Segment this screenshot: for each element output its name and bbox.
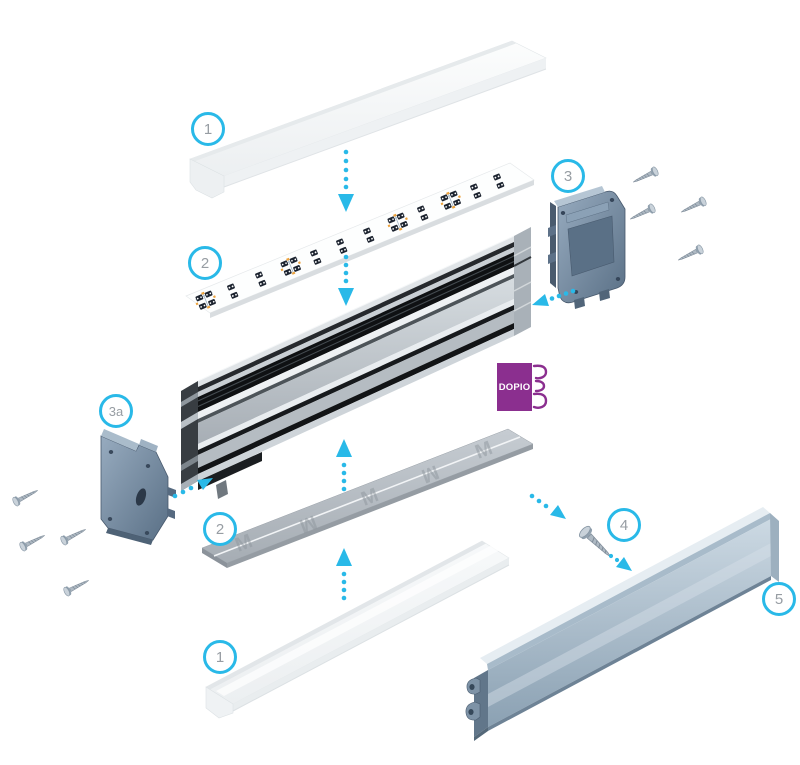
end-cap-right-screws: [627, 165, 708, 265]
arrow-right-end-cap-left: [172, 478, 213, 499]
callout-end-cap-left: 3a: [99, 394, 133, 428]
callout-label: 1: [215, 648, 225, 666]
callout-label: 2: [215, 520, 225, 538]
dopio-badge-label: DOPIO: [498, 381, 531, 393]
arrow-screw-to-bracket: [608, 553, 632, 571]
svg-text:M: M: [358, 484, 381, 511]
callout-wall-bracket: 5: [762, 582, 796, 616]
callout-label: 2: [200, 254, 210, 272]
svg-text:M: M: [232, 530, 255, 557]
svg-text:M: M: [296, 510, 319, 537]
callout-bottom-cover: 1: [203, 640, 237, 674]
screw: [675, 243, 705, 265]
end-cap-left-screws: [10, 485, 92, 598]
tape-3m-watermarks: M M M M M: [232, 437, 495, 557]
callout-label: 5: [774, 590, 784, 608]
screw: [58, 524, 89, 547]
wall-mounting-bracket: [465, 507, 779, 741]
arrow-left-end-cap-right: [532, 288, 576, 306]
screw: [10, 485, 41, 508]
end-cap-right: [548, 186, 626, 309]
top-cover-diffuser: [189, 40, 547, 199]
callout-label: 3a: [108, 403, 124, 419]
callout-top-cover: 1: [191, 112, 225, 146]
callout-end-cap-right: 3: [551, 159, 585, 193]
svg-text:M: M: [472, 437, 495, 464]
end-cap-left: [100, 429, 176, 545]
screw: [678, 195, 708, 217]
callout-label: 4: [619, 516, 629, 534]
arrow-down-to-screw: [529, 493, 566, 519]
callout-mounting-screw: 4: [607, 508, 641, 542]
callout-led-strip: 2: [188, 246, 222, 280]
arrow-up-tape-strip: [336, 439, 352, 492]
screw: [630, 165, 660, 187]
adhesive-tape-strip: M M M M M: [201, 428, 534, 568]
led-strip: [185, 162, 535, 318]
dopio-brand-badge: DOPIO: [497, 363, 532, 411]
arrow-down-led-strip: [338, 254, 354, 306]
callout-tape-strip: 2: [203, 512, 237, 546]
arrow-up-bottom-cover: [336, 548, 352, 601]
callout-label: 3: [563, 167, 573, 185]
screw: [627, 202, 657, 224]
arrow-down-top-cover: [338, 149, 354, 212]
screw: [61, 575, 92, 598]
aluminium-profile: [181, 227, 532, 499]
callout-label: 1: [203, 120, 213, 138]
dopio-badge-profile-outline: [532, 364, 548, 409]
svg-text:M: M: [418, 460, 441, 487]
assembly-arrows: [172, 149, 632, 601]
bottom-cover-diffuser: [205, 540, 510, 719]
screw: [17, 530, 48, 553]
